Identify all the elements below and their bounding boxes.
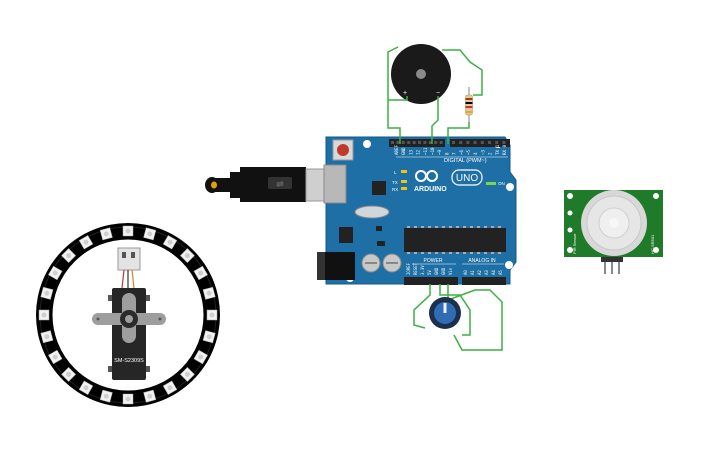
power-pin-label: GND (434, 267, 439, 275)
neopixel-led (40, 286, 54, 300)
neopixel-led (193, 349, 208, 365)
power-pin-label: Vin (448, 267, 453, 275)
led-tx (401, 180, 407, 183)
neopixel-led (48, 349, 63, 365)
digital-pin-label: ~3 (480, 149, 485, 155)
neopixel-led (206, 309, 218, 321)
usb-chip (372, 181, 386, 195)
neopixel-led (143, 389, 157, 403)
digital-pin-label: 8 (444, 152, 449, 155)
buzzer-minus-label: − (436, 90, 440, 97)
pir-motion-sensor[interactable]: PIR Sensor HC-SR501 (564, 190, 663, 274)
digital-label: DIGITAL (PWM~) (444, 158, 487, 164)
power-pin-label: 5V (427, 270, 432, 275)
digital-pin-label: 13 (408, 149, 413, 155)
digital-pin-label: 12 (416, 149, 421, 155)
neopixel-led (78, 235, 94, 250)
neopixel-led (122, 225, 134, 237)
neopixel-led (179, 248, 195, 264)
analog-pin-label: A1 (470, 270, 475, 275)
digital-pin-label: AREF (394, 144, 399, 155)
crystal (354, 205, 390, 219)
led-l-label: L (394, 170, 397, 175)
analog-pin-label: A4 (491, 270, 496, 275)
power-pin-label: 3.3V (420, 265, 425, 275)
wires[interactable] (387, 46, 503, 351)
power-pin-label: IOREF (406, 262, 411, 275)
analog-header[interactable] (462, 277, 506, 285)
neopixel-led (40, 330, 54, 344)
power-label: POWER (424, 258, 443, 264)
neopixel-led (162, 380, 178, 395)
digital-pin-label: 4 (473, 152, 478, 155)
power-pin-label: RESET (413, 262, 418, 275)
digital-pin-label: ~10 (430, 147, 435, 155)
pir-left-label: PIR Sensor (572, 233, 577, 254)
led-rx (401, 187, 407, 190)
arduino-logo: ARDUINO (414, 170, 447, 193)
neopixel-led (193, 265, 208, 281)
led-rx-label: RX (392, 187, 398, 192)
resistor[interactable] (465, 87, 473, 122)
svg-text:ARDUINO: ARDUINO (414, 186, 447, 193)
servo-model-label: SM-S2309S (114, 358, 144, 364)
svg-text:UNO: UNO (456, 173, 478, 184)
analog-label: ANALOG IN (468, 258, 496, 264)
neopixel-led (143, 227, 157, 241)
potentiometer[interactable] (429, 297, 461, 329)
neopixel-led (202, 330, 216, 344)
led-l (401, 170, 407, 173)
analog-pin-label: A5 (498, 270, 503, 275)
analog-pin-label: A0 (463, 270, 468, 275)
neopixel-led (38, 309, 50, 321)
neopixel-led (122, 393, 134, 405)
neopixel-led (61, 248, 77, 264)
piezo-buzzer[interactable]: + − (391, 44, 451, 104)
reset-button[interactable] (332, 139, 354, 161)
pir-right-label: HC-SR501 (650, 234, 655, 254)
digital-pin-label: ~9 (437, 149, 442, 155)
analog-pin-label: A2 (477, 270, 482, 275)
digital-pin-label: GND (401, 147, 406, 155)
digital-pin-label: ~11 (423, 147, 428, 155)
neopixel-led (61, 366, 77, 382)
atmega-chip (404, 228, 506, 252)
neopixel-led (99, 389, 113, 403)
digital-pin-label: ~6 (459, 149, 464, 155)
digital-pin-label: 7 (452, 152, 457, 155)
neopixel-led (162, 235, 178, 250)
digital-pin-label: TX 1 (495, 144, 500, 155)
power-header[interactable] (404, 277, 458, 285)
digital-pin-label: ~5 (466, 149, 471, 155)
neopixel-led (179, 366, 195, 382)
digital-pin-label: RX 0 (502, 144, 507, 155)
voltage-regulator (339, 227, 353, 243)
power-led (486, 182, 496, 185)
power-pin-label: GND (441, 267, 446, 275)
neopixel-led (78, 380, 94, 395)
on-label: ON (498, 181, 505, 186)
digital-header[interactable] (389, 139, 510, 147)
svg-text:⇌: ⇌ (276, 179, 284, 189)
analog-pin-label: A3 (484, 270, 489, 275)
neopixel-led (202, 286, 216, 300)
buzzer-plus-label: + (403, 90, 407, 97)
uno-badge: UNO (451, 169, 483, 186)
neopixel-led (99, 227, 113, 241)
neopixel-led (48, 265, 63, 281)
digital-pin-label: 2 (488, 152, 493, 155)
servo-motor[interactable]: SM-S2309S (92, 247, 166, 380)
led-tx-label: TX (392, 180, 398, 185)
